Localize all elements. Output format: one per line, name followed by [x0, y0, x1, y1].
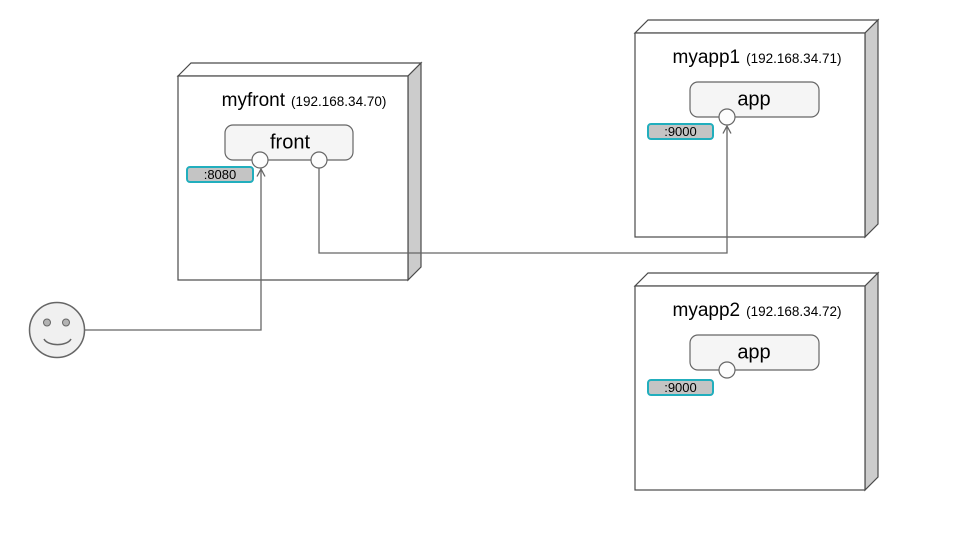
node-myapp1-top-face	[633, 19, 880, 34]
node-myfront-top-face	[176, 62, 423, 77]
port-circle-app1	[718, 108, 736, 126]
edge-user-to-front	[84, 169, 262, 331]
arrowhead-front-to-app1	[722, 124, 732, 134]
smiley-face	[28, 301, 86, 359]
node-myfront-side-face	[407, 61, 422, 282]
edges	[84, 124, 732, 331]
component-label-app1: app	[737, 88, 771, 111]
node-name: myapp2	[672, 300, 741, 321]
node-name: myapp1	[672, 47, 741, 68]
node-myapp2-side-face	[864, 271, 879, 492]
node-ip: (192.168.34.72)	[746, 304, 842, 319]
node-myapp1-side-face	[864, 18, 879, 239]
node-title-myapp2: myapp2 (192.168.34.72)	[673, 300, 842, 322]
component-label-front: front	[269, 131, 311, 154]
node-myapp2-top-face	[633, 272, 880, 287]
port-badge-9000-app2: :9000	[647, 379, 714, 396]
port-badge-9000-app1: :9000	[647, 123, 714, 140]
smiley-mouth	[43, 338, 72, 346]
port-circle-front-left	[251, 151, 269, 169]
node-title-myfront: myfront (192.168.34.70)	[222, 90, 387, 112]
component-app2-shape	[689, 334, 820, 371]
component-label-app2: app	[737, 341, 771, 364]
port-circle-front-right	[310, 151, 328, 169]
smiley-right-eye	[62, 318, 70, 327]
smiley-left-eye	[43, 318, 51, 327]
node-ip: (192.168.34.71)	[746, 51, 842, 66]
edge-front-to-app1	[318, 126, 728, 254]
node-title-myapp1: myapp1 (192.168.34.71)	[673, 47, 842, 69]
arrowhead-user-to-front	[256, 167, 266, 177]
component-app1-shape	[689, 81, 820, 118]
node-ip: (192.168.34.70)	[291, 94, 387, 109]
user-smiley-icon	[28, 301, 86, 359]
component-front-shape	[224, 124, 354, 161]
port-circle-app2	[718, 361, 736, 379]
port-badge-8080: :8080	[186, 166, 254, 183]
node-name: myfront	[221, 90, 286, 111]
